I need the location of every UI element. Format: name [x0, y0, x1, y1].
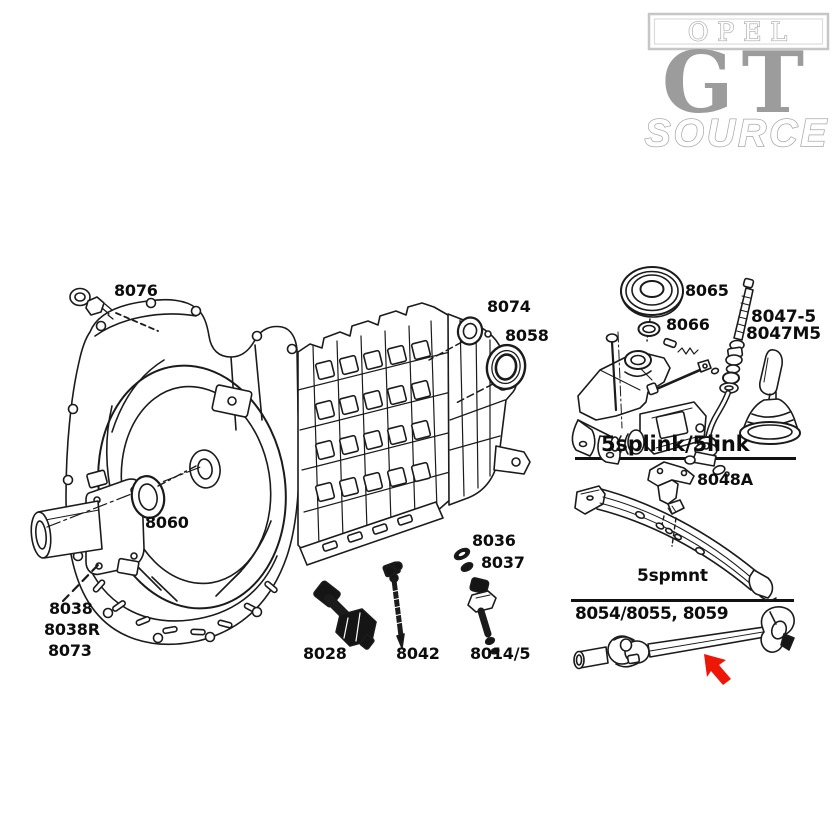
part-label-8028: 8028 [303, 644, 347, 663]
shifter-section-caption: 5splink/5link [601, 432, 750, 456]
shifter-assembly [571, 266, 801, 477]
part-label-8074: 8074 [487, 297, 531, 316]
gear-case [297, 302, 453, 566]
mount-8048A [647, 461, 695, 547]
part-label-8037: 8037 [481, 553, 525, 572]
part-label-8058: 8058 [505, 326, 549, 345]
part-label-8047-5: 8047-5 [751, 307, 816, 327]
part-label-8048A: 8048A [697, 470, 753, 489]
part-label-8076: 8076 [114, 281, 158, 300]
part-label-8060: 8060 [145, 513, 189, 532]
opel-logo-box [647, 12, 830, 51]
bolt-8042 [382, 561, 405, 649]
separator-line-2 [571, 599, 794, 602]
logo-opel-text: OPEL [688, 18, 796, 47]
logo-gt-text: GT [662, 33, 812, 132]
washers-8036-8037 [453, 547, 474, 572]
driveshaft [573, 606, 795, 670]
seal-8060 [130, 465, 197, 519]
part-label-8036: 8036 [472, 531, 516, 550]
mount-section-caption: 5spmnt [637, 566, 708, 586]
part-label-8014-5: 8014/5 [470, 644, 531, 663]
leader-8038 [61, 562, 101, 603]
front-input-tube [30, 465, 204, 577]
part-label-8066: 8066 [666, 315, 710, 334]
part-label-8038R: 8038R [44, 620, 100, 639]
red-arrow [704, 654, 731, 685]
logo-source-text: SOURCE [645, 112, 830, 155]
part-label-8038: 8038 [49, 599, 93, 618]
logo: OPEL GT SOURCE [644, 12, 830, 156]
part-label-8065: 8065 [685, 281, 729, 300]
seal-8058 [455, 343, 527, 404]
bolt-8028 [313, 580, 377, 650]
driveshaft-section-caption: 8054/8055, 8059 [575, 604, 729, 624]
opel-logo-box-inner [653, 18, 824, 45]
crossmember [574, 485, 777, 601]
seal-8074 [428, 316, 484, 361]
part-label-8042: 8042 [396, 644, 440, 663]
sensor-8076 [69, 287, 159, 332]
part-label-8047M5: 8047M5 [746, 324, 821, 344]
bolt-8014-5 [467, 577, 500, 655]
part-label-8073: 8073 [48, 641, 92, 660]
